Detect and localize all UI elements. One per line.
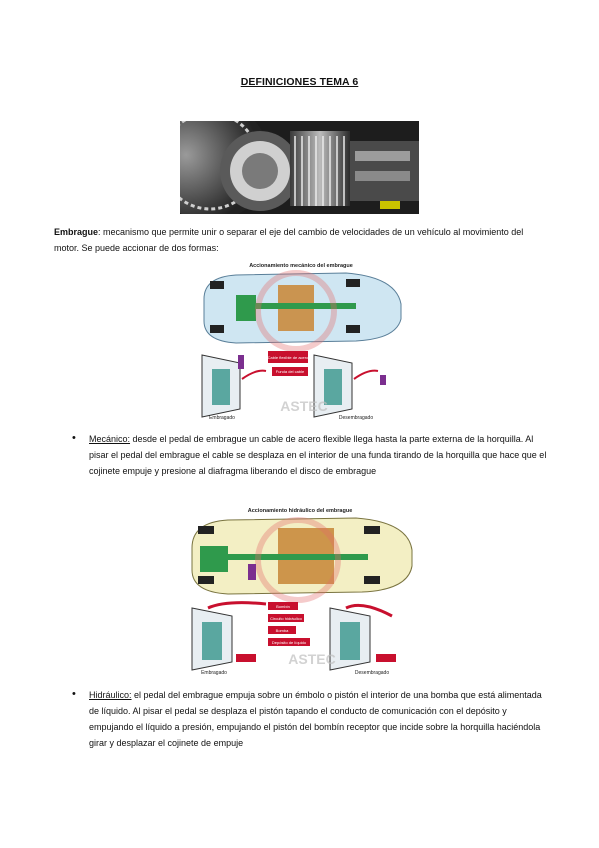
bullet-marker: • [72, 688, 76, 700]
item-text: el pedal del embrague empuja sobre un ém… [89, 690, 542, 748]
label-right: Desembragado [339, 415, 373, 421]
label-right: Desembragado [355, 670, 389, 676]
hydraulic-clutch-diagram: Accionamiento hidráulico del embrague Bo… [186, 504, 414, 676]
hydraulic-diagram-graphic: Accionamiento hidráulico del embrague Bo… [186, 504, 414, 676]
label-deposito: Depósito de líquido [272, 640, 307, 645]
item-term: Hidráulico: [89, 690, 132, 700]
clutch-photo-graphic [180, 121, 419, 214]
label-bombin: Bombín [276, 604, 290, 609]
list-item-mechanical: Mecánico: desde el pedal de embrague un … [89, 431, 549, 479]
label-funda: Funda del cable [276, 369, 305, 374]
item-term: Mecánico: [89, 434, 131, 444]
label-left: Embragado [209, 415, 235, 421]
intro-text: : mecanismo que permite unir o separar e… [54, 227, 524, 253]
watermark: ASTEC [288, 651, 335, 667]
intro-paragraph: Embrague: mecanismo que permite unir o s… [54, 224, 544, 256]
label-circuito: Circuito hidráulico [270, 616, 303, 621]
mechanical-clutch-diagram: Accionamiento mecánico del embrague Cabl… [196, 259, 406, 422]
bullet-marker: • [72, 432, 76, 444]
item-text: desde el pedal de embrague un cable de a… [89, 434, 547, 476]
label-bomba: Bomba [276, 628, 289, 633]
list-item-hydraulic: Hidráulico: el pedal del embrague empuja… [89, 687, 549, 751]
label-left: Embragado [201, 670, 227, 676]
diagram-title: Accionamiento mecánico del embrague [249, 263, 353, 269]
watermark: ASTEC [280, 398, 327, 414]
intro-term: Embrague [54, 227, 99, 237]
label-cable: Cable flexible de acero [268, 355, 309, 360]
diagram-title: Accionamiento hidráulico del embrague [248, 508, 353, 514]
mechanical-diagram-graphic: Accionamiento mecánico del embrague Cabl… [196, 259, 406, 422]
page-title: DEFINICIONES TEMA 6 [240, 76, 359, 88]
clutch-photo [180, 121, 419, 214]
